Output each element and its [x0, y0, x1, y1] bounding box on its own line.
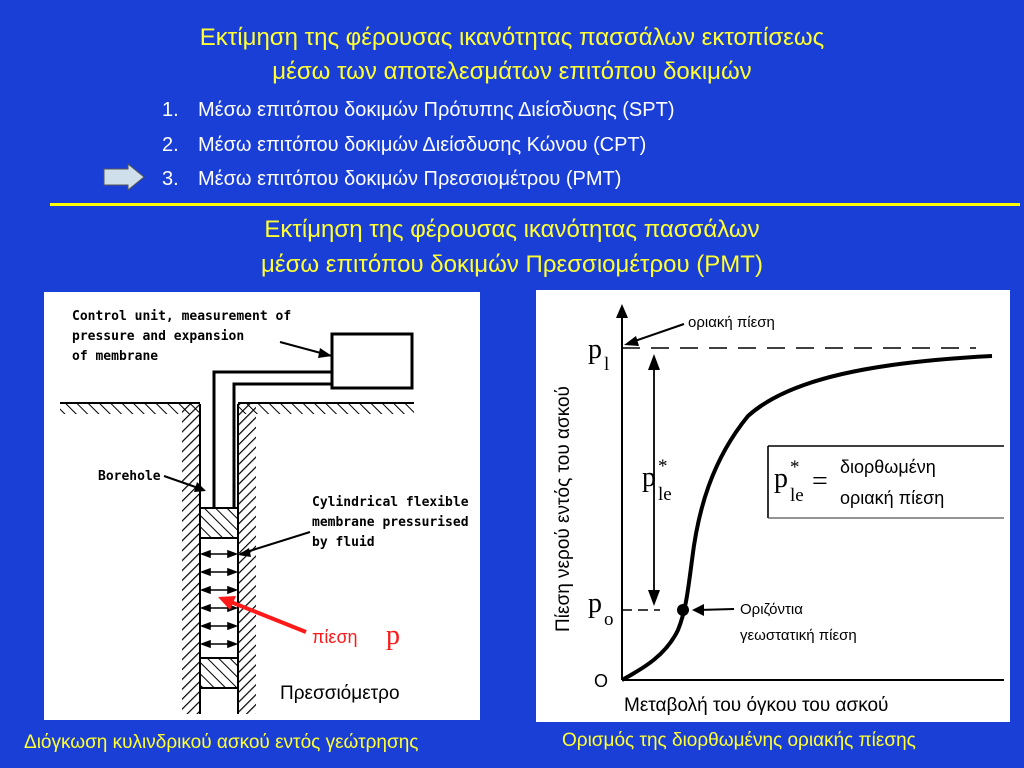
svg-text:p: p: [642, 462, 656, 493]
control-unit-box: [330, 332, 414, 390]
p-o-label: p o: [588, 588, 614, 630]
geostatic-point: [677, 604, 689, 616]
pressure-volume-curve: [621, 354, 993, 682]
main-title-line-2: μέσω των αποτελεσμάτων επιτόπου δοκιμών: [272, 58, 752, 85]
method-item-spt: 1.Μέσω επιτόπου δοκιμών Πρότυπης Διείσδυ…: [162, 99, 675, 121]
pressuremeter-figure: Control unit, measurement of pressure an…: [44, 292, 480, 720]
svg-text:l: l: [604, 354, 609, 375]
pressure-symbol: p: [386, 620, 400, 651]
origin-label: O: [594, 671, 608, 691]
svg-text:p: p: [588, 334, 602, 365]
pressure-volume-chart: Πίεση νερού εντός του ασκού O Μεταβολή τ…: [553, 304, 1004, 716]
svg-text:*: *: [658, 456, 668, 477]
y-axis-label: Πίεση νερού εντός του ασκού: [553, 386, 574, 632]
method-item-cpt: 2.Μέσω επιτόπου δοκιμών Διείσδυσης Κώνου…: [162, 134, 647, 156]
svg-text:le: le: [658, 484, 672, 505]
cell-pressure-arrows: [199, 549, 239, 649]
ground-right: [238, 404, 414, 414]
pressure-word: πίεση: [312, 627, 358, 647]
definition-symbol: p * le =: [774, 457, 828, 506]
pressuremeter-sketch: Control unit, measurement of pressure an…: [60, 309, 469, 714]
current-item-arrow-icon: [102, 162, 146, 196]
pressure-arrow: [225, 598, 307, 634]
main-title-line-1: Εκτίμηση της φέρουσας ικανότητας πασσάλω…: [199, 24, 825, 51]
definition-text-1: διορθωμένη: [840, 457, 936, 477]
svg-text:*: *: [790, 457, 800, 478]
limit-pressure-label: οριακή πίεση: [688, 314, 775, 331]
probe-guard-bottom: [199, 657, 239, 689]
geostatic-label-2: γεωστατική πίεση: [740, 627, 857, 644]
x-axis-label: Μεταβολή του όγκου του ασκού: [624, 695, 888, 716]
control-unit-label-1: Control unit, measurement of: [72, 309, 291, 324]
right-caption: Ορισμός της διορθωμένης οριακής πίεσης: [562, 730, 916, 751]
control-unit-label-3: of membrane: [72, 349, 158, 364]
pressuremeter-name: Πρεσσιόμετρο: [280, 683, 400, 704]
svg-text:le: le: [790, 485, 804, 506]
svg-text:o: o: [604, 609, 614, 630]
divider-rule: [50, 203, 1020, 206]
svg-text:=: =: [812, 466, 828, 497]
p-le-star-label: p * le: [642, 456, 672, 505]
svg-text:p: p: [588, 588, 602, 619]
probe-guard-top: [199, 507, 239, 539]
borehole-wall-right: [238, 404, 256, 714]
p-l-label: p l: [588, 334, 609, 375]
membrane-label-3: by fluid: [312, 535, 375, 550]
borehole-wall-left: [182, 404, 200, 714]
svg-text:p: p: [774, 463, 788, 494]
membrane-label-1: Cylindrical flexible: [312, 495, 469, 510]
geostatic-label-1: Οριζόντια: [740, 601, 803, 618]
pressure-curve-figure: Πίεση νερού εντός του ασκού O Μεταβολή τ…: [536, 290, 1010, 722]
subtitle-line-2: μέσω επιτόπου δοκιμών Πρεσσιομέτρου (PMT…: [261, 251, 763, 278]
subtitle-line-1: Εκτίμηση της φέρουσας ικανότητας πασσάλω…: [264, 216, 760, 243]
left-caption: Διόγκωση κυλινδρικού ασκού εντός γεώτρησ…: [24, 732, 419, 753]
control-unit-label-2: pressure and expansion: [72, 329, 244, 344]
definition-text-2: οριακή πίεση: [840, 488, 944, 508]
membrane-label-2: membrane pressurised: [312, 515, 469, 530]
method-item-pmt: 3.Μέσω επιτόπου δοκιμών Πρεσσιομέτρου (P…: [162, 168, 622, 190]
borehole-label: Borehole: [98, 469, 161, 484]
ground-left: [60, 404, 200, 414]
